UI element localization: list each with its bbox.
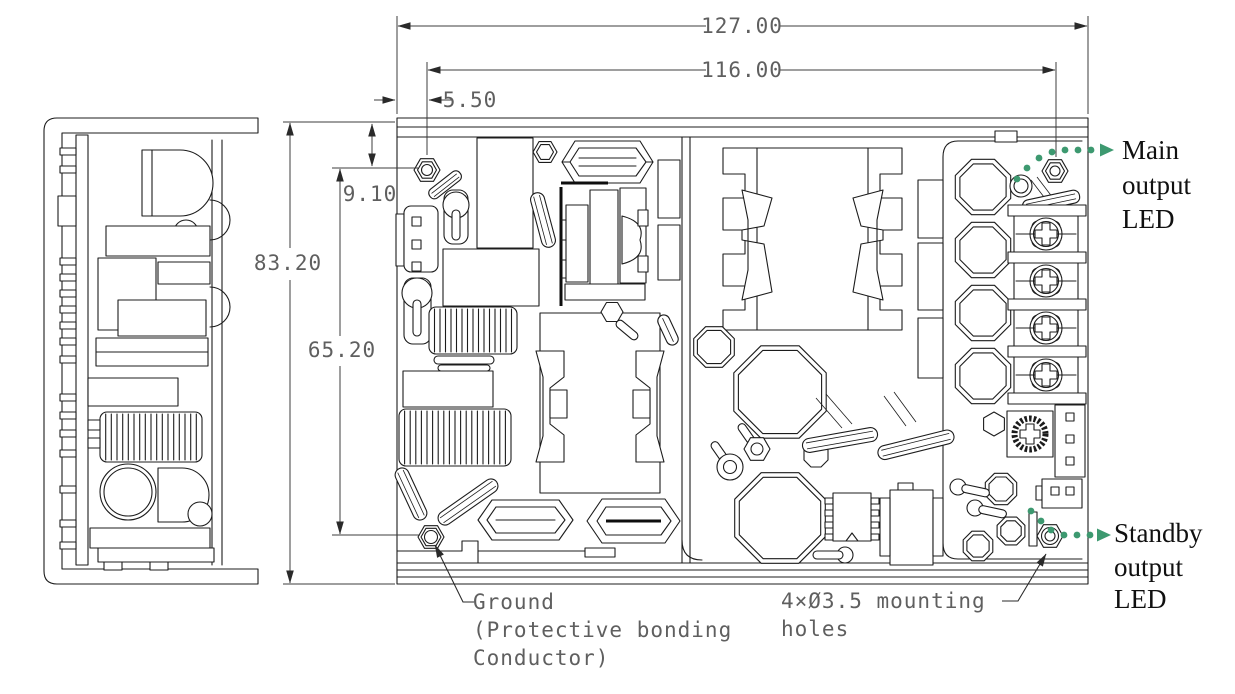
green-arrowhead-icon (1097, 528, 1111, 542)
main-led-label-2: output (1122, 170, 1192, 200)
trim-potentiometer (1006, 410, 1054, 458)
winding-cap-1 (477, 499, 574, 541)
dim-hole-span-height: 65.20 (308, 338, 376, 362)
standby-led-arrow (1027, 507, 1111, 542)
fuse-holder-1 (442, 189, 470, 245)
main-led-label-3: LED (1122, 204, 1174, 234)
dim-overall-width: 127.00 (701, 14, 783, 38)
terminal-block (1007, 204, 1087, 405)
side-view (43, 117, 259, 585)
dimensions: 127.00 116.00 5.50 83.20 65.20 9.10 (254, 14, 1089, 585)
callouts: Main output LED Standby output LED Groun… (434, 135, 1203, 670)
terminal-screw (1015, 217, 1077, 251)
dim-overall-height: 83.20 (254, 251, 322, 275)
ground-leader (434, 544, 474, 603)
dim-hole-span-width: 116.00 (701, 58, 783, 82)
main-transformer (559, 140, 654, 306)
dim-hole-offset-top: 9.10 (343, 182, 398, 206)
toroid-side (99, 411, 203, 463)
terminal-screw (1015, 264, 1077, 298)
aux-connector-1 (1054, 404, 1086, 478)
heatsink (657, 147, 944, 379)
output-section (949, 158, 1087, 562)
main-led-arrow (1013, 143, 1114, 183)
ac-inlet-connector (395, 205, 439, 273)
mounting-holes-label-2: holes (781, 617, 849, 641)
input-section (394, 137, 558, 549)
filter-choke-1 (428, 306, 518, 355)
main-output-led (1009, 174, 1033, 198)
mounting-holes-label-1: 4×Ø3.5 mounting (781, 589, 986, 613)
top-view (394, 117, 1089, 585)
ground-screw (417, 525, 445, 549)
standby-output-led (1036, 524, 1064, 548)
terminal-screw (1015, 311, 1077, 345)
terminal-screw (1015, 358, 1077, 392)
ground-label-3: Conductor) (473, 646, 609, 670)
fuse-holder-2 (401, 277, 433, 345)
aux-transformer (879, 482, 944, 566)
standby-led-label-3: LED (1114, 584, 1166, 614)
filter-choke-2 (398, 408, 512, 467)
aux-connector-2 (1035, 478, 1083, 509)
ground-label-2: (Protective bonding (473, 618, 732, 642)
mounting-hole-top-right (1041, 159, 1069, 183)
winding-cap-2 (586, 498, 681, 544)
hex-cap (532, 141, 558, 163)
ground-label-1: Ground (473, 590, 555, 614)
green-arrowhead-icon (1100, 143, 1114, 157)
bulk-capacitors (693, 326, 955, 566)
output-capacitors (954, 158, 1012, 405)
dip8-ic (824, 492, 880, 542)
mounting-hole-top-left (413, 158, 441, 182)
standby-led-label-1: Standby (1114, 518, 1203, 548)
secondary-transformer (477, 301, 681, 544)
pcb-pins (57, 147, 77, 550)
standby-led-label-2: output (1114, 552, 1184, 582)
mounting-holes-leader (1002, 553, 1047, 602)
main-led-label-1: Main (1122, 135, 1179, 165)
dim-hole-offset-left: 5.50 (443, 88, 498, 112)
